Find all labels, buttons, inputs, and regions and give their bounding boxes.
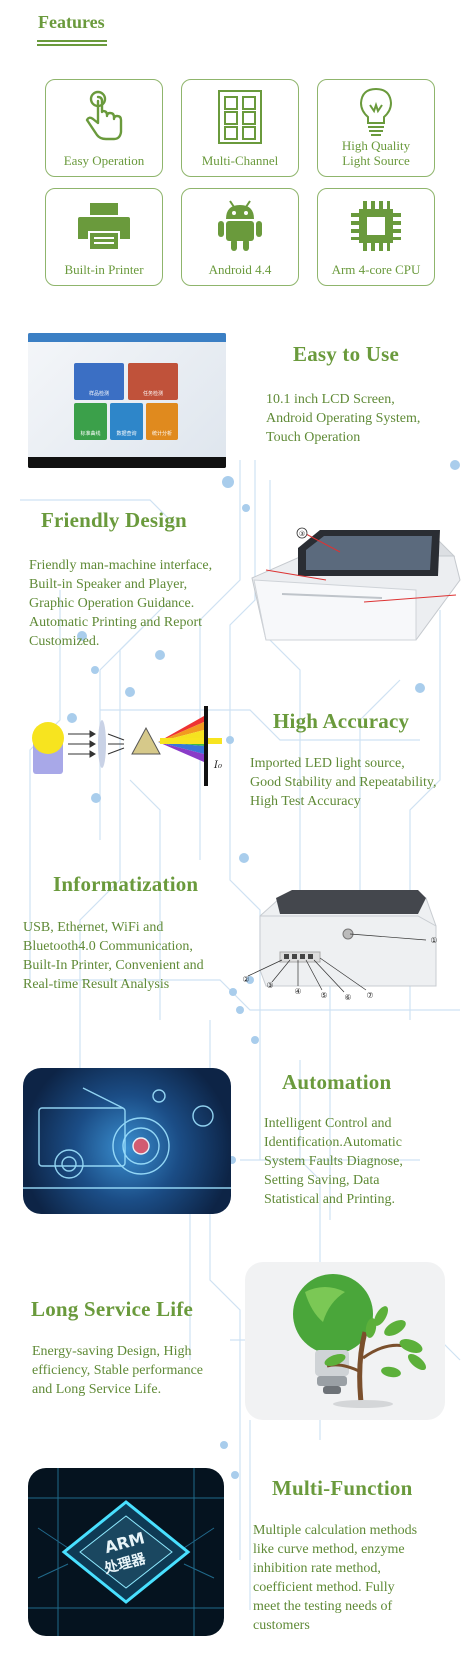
text-line: System Faults Diagnose, [264,1154,403,1169]
title-underline [37,44,107,46]
text-line: Imported LED light source, [250,756,405,771]
text-line: Built-In Printer, Convenient and [23,958,204,973]
text-line: like curve method, enzyme [253,1542,405,1557]
easy-to-use-title: Easy to Use [293,342,400,366]
text-line: and Long Service Life. [32,1382,162,1397]
feature-label: Built-in Printer [64,262,144,277]
text-line: Built-in Speaker and Player, [29,577,188,592]
automation-image [23,1068,231,1214]
callout-label: ③ [266,981,273,990]
android-icon [182,197,298,255]
cpu-chip-icon [318,197,434,255]
feature-printer: Built-in Printer [45,188,163,286]
tech-graphic-icon [23,1087,231,1189]
light-bulb-icon [318,84,434,142]
text-line: Bluetooth4.0 Communication, [23,939,193,954]
feature-label: Android 4.4 [208,262,272,277]
text-line: Multiple calculation methods [253,1523,418,1538]
text-line: coefficient method. Fully [253,1580,395,1595]
text-line: Setting Saving, Data [264,1173,380,1188]
text-line: Touch Operation [266,430,361,445]
text-line: inhibition rate method, [253,1561,381,1576]
tablet-tile-label: 任务检测 [142,391,163,397]
tablet-screenshot: 样品检测 任务检测 标准曲线 数据查询 统计分析 [28,333,226,468]
high-accuracy-text: Imported LED light source, Good Stabilit… [250,754,437,811]
features-title: Features [38,12,105,32]
callout-label: ② [242,975,249,984]
friendly-design-title: Friendly Design [41,508,187,532]
tablet-tile-label: 数据查询 [116,431,137,437]
feature-label: Multi-Channel [201,153,279,168]
hand-pointer-icon [46,88,162,146]
tablet-tile: 统计分析 [146,403,178,440]
text-line: Good Stability and Repeatability, [250,775,437,790]
text-line: Intelligent Control and [264,1116,392,1131]
text-line: Graphic Operation Guidance. [29,596,195,611]
arm-chip-icon: ARM 处理器 [28,1468,224,1636]
tablet-tile: 数据查询 [110,403,143,440]
automation-text: Intelligent Control and Identification.A… [264,1114,403,1209]
multi-function-text: Multiple calculation methods like curve … [253,1521,417,1635]
easy-to-use-text: 10.1 inch LCD Screen, Android Operating … [266,390,420,447]
text-line: Automatic Printing and Report [29,615,203,630]
tablet-tile-label: 统计分析 [151,431,172,437]
callout-label: ⑥ [344,993,351,1002]
text-line: Statistical and Printing. [264,1192,396,1207]
informatization-text: USB, Ethernet, WiFi and Bluetooth4.0 Com… [23,918,204,994]
callout-label: ① [430,936,437,945]
long-service-life-title: Long Service Life [31,1297,194,1321]
tablet-tile-label: 标准曲线 [80,431,101,437]
optics-diagram: I₀ [32,706,222,786]
printer-icon [46,197,162,255]
feature-cpu: Arm 4-core CPU [317,188,435,286]
callout-label: ⑤ [320,991,327,1000]
text-line: efficiency, Stable performance [32,1363,204,1378]
feature-android: Android 4.4 [181,188,299,286]
text-line: 10.1 inch LCD Screen, [266,392,395,407]
text-line: Identification.Automatic [264,1135,403,1150]
automation-title: Automation [282,1070,392,1094]
tablet-status-bar [28,333,226,342]
text-line: Real-time Result Analysis [23,977,170,992]
high-accuracy-title: High Accuracy [273,709,410,733]
feature-label: Arm 4-core CPU [331,262,421,277]
text-line: USB, Ethernet, WiFi and [23,920,164,935]
feature-multi-channel: Multi-Channel [181,79,299,177]
tablet-tile-label: 样品检测 [88,391,109,397]
diagram-label: I₀ [213,760,222,771]
feature-light-source: High Quality Light Source [317,79,435,177]
title-underline [37,40,107,42]
feature-label: Easy Operation [63,153,145,168]
text-line: customers [253,1618,310,1633]
text-line: Android Operating System, [266,411,421,426]
long-service-life-text: Energy-saving Design, High efficiency, S… [32,1342,203,1399]
eco-bulb-image [245,1262,445,1420]
device-illustration: ③ [251,527,461,641]
eco-bulb-icon [293,1274,427,1408]
text-line: High Test Accuracy [250,794,361,809]
text-line: Customized. [29,634,100,649]
text-line: Energy-saving Design, High [32,1344,192,1359]
grid-icon [182,88,298,146]
callout-label: ③ [299,530,305,538]
callout-label: ④ [294,987,301,996]
callout-label: ⑦ [366,991,373,1000]
arm-chip-image: ARM 处理器 [28,1468,224,1636]
tablet-nav-bar [28,457,226,468]
tablet-tile: 标准曲线 [74,403,107,440]
multi-function-title: Multi-Function [272,1476,413,1500]
device-rear-illustration: ① ② ③ ④ ⑤ ⑥ ⑦ [242,890,438,1002]
friendly-design-text: Friendly man-machine interface, Built-in… [29,556,212,651]
tablet-tile: 样品检测 [74,363,124,400]
feature-label: High Quality Light Source [341,138,411,168]
text-line: meet the testing needs of [253,1599,393,1614]
tablet-tile: 任务检测 [128,363,178,400]
text-line: Friendly man-machine interface, [29,558,213,573]
feature-easy-operation: Easy Operation [45,79,163,177]
informatization-title: Informatization [53,872,199,896]
